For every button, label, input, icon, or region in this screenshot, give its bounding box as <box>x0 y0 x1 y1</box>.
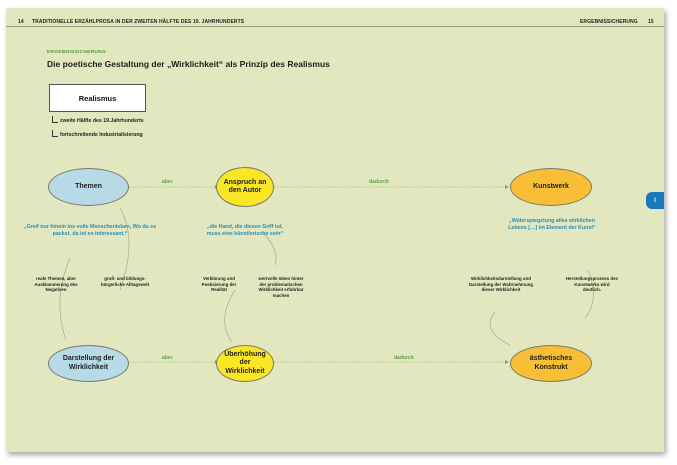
connector-dadurch-top: dadurch <box>369 179 389 185</box>
node-ueberhoehung: Überhöhung der Wirklichkeit <box>216 345 274 382</box>
cycle-arc <box>119 207 130 291</box>
page-title: Die poetische Gestaltung der „Wirklichke… <box>47 59 330 69</box>
node-konstrukt: ästhetisches Konstrukt <box>510 345 592 382</box>
node-kunstwerk: Kunstwerk <box>510 168 592 206</box>
arrow-icon <box>52 116 58 123</box>
connector-aber-top: aber <box>162 179 173 185</box>
realismus-point-1-text: zweite Hälfte des 19.Jahrhunderts <box>60 118 144 124</box>
arrowhead-icon <box>505 185 509 189</box>
right-page-number: 15 <box>648 19 654 25</box>
cycle-arc <box>59 257 71 341</box>
chapter-tab[interactable]: I <box>646 192 664 209</box>
node-darstellung: Darstellung der Wirklichkeit <box>48 345 129 382</box>
header-rule <box>6 26 664 27</box>
quote-widerspiegelung: „Widerspiegelung alles wirklichen Lebens… <box>508 218 596 231</box>
cycle-arc <box>584 269 594 319</box>
realismus-point-1: zweite Hälfte des 19.Jahrhunderts <box>52 116 144 124</box>
section-kicker: ERGEBNISSICHERUNG <box>47 50 106 55</box>
note-reale-themen: reale Themen, aber Ausklammerung des Neg… <box>34 276 78 293</box>
realismus-box: Realismus <box>49 84 146 112</box>
note-alltagswelt: groß- und bildungs-bürgerliche Alltagswe… <box>100 276 150 287</box>
note-wertvolle-ideen: wertvolle Ideen hinter der problematisch… <box>258 276 304 299</box>
note-verklaerung: Verklärung und Poetisierung der Realität <box>201 276 237 293</box>
cycle-arc <box>489 311 511 346</box>
arrow-icon <box>52 130 58 137</box>
realismus-label: Realismus <box>78 93 117 103</box>
cycle-arc <box>261 231 277 266</box>
connector-aber-bottom: aber <box>162 355 173 361</box>
note-wirklichkeitsdarstellung: Wirklichkeitsdarstellung und Darstellung… <box>469 276 533 293</box>
node-themen: Themen <box>48 168 129 206</box>
realismus-point-2-text: fortschreitende Industrialisierung <box>60 132 143 138</box>
arrowhead-icon <box>505 360 509 364</box>
quote-kuenstlerisch: „die Hand, die diesen Griff tut, muss ei… <box>206 224 284 237</box>
left-running-title: TRADITIONELLE ERZÄHLPROSA IN DER ZWEITEN… <box>32 19 245 25</box>
cycle-arc <box>224 289 236 343</box>
left-page-number: 14 <box>18 19 24 25</box>
right-running-title: ERGEBNISSICHERUNG <box>580 19 638 25</box>
connector-dadurch-bottom: dadurch <box>394 355 414 361</box>
realismus-point-2: fortschreitende Industrialisierung <box>52 130 143 138</box>
note-herstellungsprozess: Herstellungsprozess des Kunstwerks wird … <box>566 276 618 293</box>
node-anspruch: Anspruch an den Autor <box>216 167 274 207</box>
quote-fontane: „Greif nur hinein ins volle Menschenlebe… <box>23 224 157 237</box>
